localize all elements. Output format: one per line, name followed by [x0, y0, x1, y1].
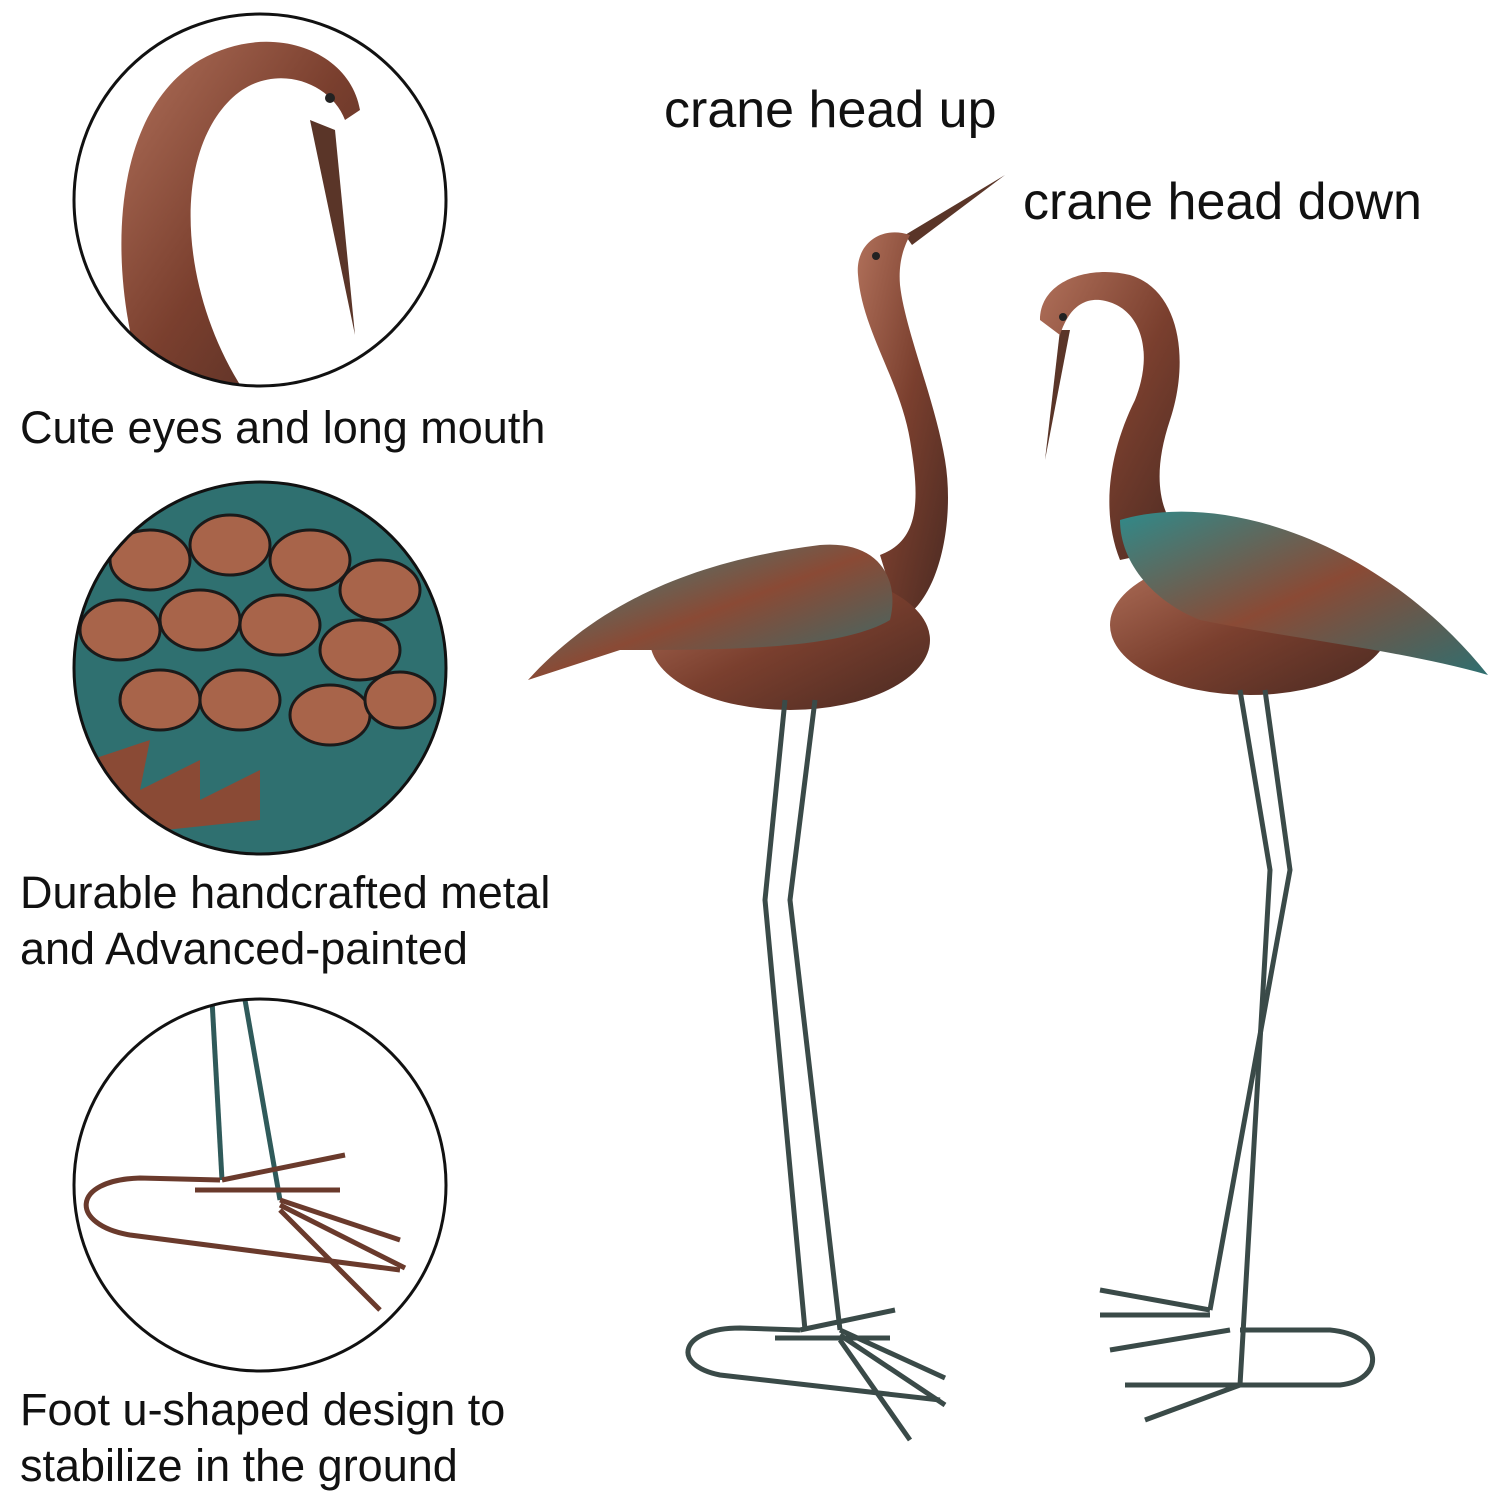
crane-head-up-image [528, 175, 1005, 1442]
feature-caption-foot: Foot u-shaped design to stabilize in the… [20, 1382, 505, 1494]
crane-head-down-image [1040, 272, 1488, 1423]
caption-line: and Advanced-painted [20, 923, 468, 974]
caption-line: Foot u-shaped design to [20, 1384, 506, 1435]
feature-caption-eyes: Cute eyes and long mouth [20, 400, 545, 456]
label-crane-head-up: crane head up [664, 81, 997, 139]
caption-line: Cute eyes and long mouth [20, 402, 546, 453]
caption-line: stabilize in the ground [20, 1440, 458, 1491]
detail-circle-feathers [72, 480, 448, 856]
detail-circle-feet [72, 997, 448, 1373]
caption-line: Durable handcrafted metal [20, 867, 551, 918]
detail-circle-head [72, 12, 448, 388]
label-crane-head-down: crane head down [1023, 173, 1422, 231]
feature-caption-metal: Durable handcrafted metal and Advanced-p… [20, 865, 550, 977]
